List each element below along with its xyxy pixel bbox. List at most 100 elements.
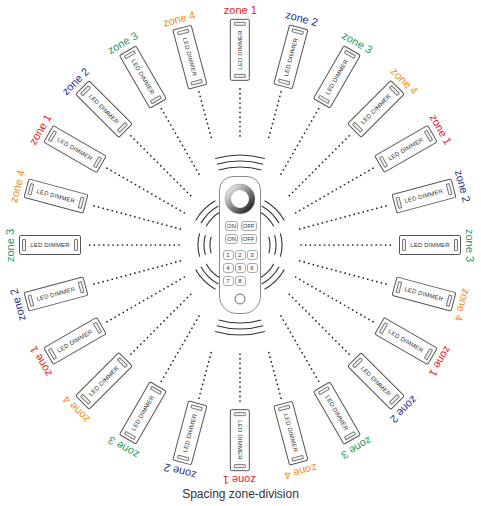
terminal-cap — [423, 347, 432, 359]
terminal-cap — [378, 156, 387, 168]
wireless-link — [300, 205, 389, 229]
remote-button: 3 — [247, 250, 258, 260]
remote-button: 1 — [223, 250, 234, 260]
figure-caption: Spacing zone-division — [0, 488, 481, 501]
led-dimmer-box: zone 2LED DIMMER — [75, 80, 133, 138]
zone-label: zone 2 — [9, 287, 28, 322]
terminal-cap — [454, 239, 458, 251]
wireless-link — [281, 316, 319, 382]
wireless-link — [129, 134, 190, 195]
led-dimmer-box: zone 2LED DIMMER — [273, 25, 308, 90]
device-label: LED DIMMER — [182, 413, 198, 453]
led-dimmer-box: zone 4LED DIMMER — [347, 80, 405, 138]
device-label: LED DIMMER — [182, 37, 198, 77]
zone-label: zone 3 — [464, 228, 475, 261]
wave-arc — [265, 270, 285, 290]
led-dimmer-box: zone 1LED DIMMER — [43, 317, 106, 365]
led-dimmer-box: zone 2LED DIMMER — [347, 352, 405, 410]
device-label: LED DIMMER — [387, 137, 424, 162]
wave-arc — [201, 206, 218, 223]
device-label: LED DIMMER — [387, 328, 424, 353]
led-dimmer-box: zone 3LED DIMMER — [399, 235, 461, 255]
wave-arc — [262, 206, 279, 223]
wireless-link — [300, 261, 389, 285]
terminal-cap — [395, 196, 402, 209]
wave-arc — [215, 155, 265, 158]
terminal-cap — [78, 281, 85, 294]
wireless-waves — [196, 155, 285, 335]
device-label: LED DIMMER — [88, 365, 120, 397]
wave-arc — [196, 270, 216, 290]
zone-label: zone 2 — [162, 461, 197, 480]
wave-arc — [201, 267, 218, 284]
wave-arc — [217, 326, 263, 329]
zone-label: zone 4 — [283, 461, 318, 480]
terminal-cap — [318, 95, 330, 104]
wireless-link — [301, 244, 394, 246]
led-dimmer-box: zone 1LED DIMMER — [374, 317, 437, 365]
zone-label: zone 1 — [223, 474, 256, 485]
terminal-cap — [389, 394, 400, 405]
terminal-cap — [277, 405, 290, 412]
terminal-cap — [177, 454, 190, 461]
wave-arc — [275, 235, 276, 255]
device-label: LED DIMMER — [131, 394, 156, 431]
led-dimmer-box: zone 4LED DIMMER — [273, 401, 308, 466]
wireless-link — [199, 92, 211, 138]
wireless-link — [106, 167, 185, 212]
wireless-link — [161, 108, 199, 174]
zone-label: zone 2 — [452, 168, 471, 203]
led-dimmer-box: zone 1LED DIMMER — [230, 19, 250, 81]
wave-arc — [198, 233, 200, 256]
terminal-cap — [190, 405, 203, 412]
terminal-cap — [344, 50, 356, 59]
wireless-link — [289, 134, 350, 195]
remote-button: 8 — [235, 276, 246, 286]
terminal-cap — [445, 295, 452, 308]
wireless-link — [296, 167, 375, 212]
terminal-cap — [22, 239, 26, 251]
terminal-cap — [318, 386, 330, 395]
terminal-cap — [78, 196, 85, 209]
wireless-link — [91, 205, 180, 229]
terminal-cap — [28, 183, 35, 196]
wireless-link — [106, 277, 185, 322]
led-dimmer-box: zone 1LED DIMMER — [43, 125, 106, 173]
device-label: LED DIMMER — [131, 59, 156, 96]
terminal-cap — [47, 347, 56, 359]
wave-arc — [262, 267, 279, 284]
terminal-cap — [234, 74, 246, 78]
led-dimmer-box: zone 4LED DIMMER — [391, 277, 456, 312]
device-label: LED DIMMER — [30, 242, 70, 248]
terminal-cap — [277, 78, 290, 85]
terminal-cap — [150, 386, 162, 395]
wave-arc — [196, 201, 216, 221]
device-label: LED DIMMER — [56, 137, 93, 162]
device-label: LED DIMMER — [56, 328, 93, 353]
touch-ring — [224, 183, 256, 215]
wireless-link — [239, 86, 241, 136]
wireless-link — [269, 353, 281, 399]
remote-button: 5 — [235, 263, 246, 273]
zone-label: zone 1 — [223, 5, 256, 16]
led-dimmer-box: zone 2LED DIMMER — [391, 178, 456, 213]
terminal-cap — [177, 29, 190, 36]
wave-arc — [219, 167, 262, 170]
device-label: LED DIMMER — [404, 188, 444, 204]
wave-arc — [204, 235, 205, 255]
led-dimmer-box: zone 2LED DIMMER — [24, 277, 89, 312]
wireless-link — [161, 316, 199, 382]
device-label: LED DIMMER — [282, 37, 298, 77]
wave-arc — [280, 233, 282, 256]
wave-arc — [217, 161, 263, 164]
led-dimmer-box: zone 3LED DIMMER — [313, 46, 361, 109]
wave-arc — [269, 237, 270, 254]
terminal-cap — [395, 281, 402, 294]
led-dimmer-box: zone 4LED DIMMER — [24, 178, 89, 213]
device-label: LED DIMMER — [404, 286, 444, 302]
terminal-cap — [117, 122, 128, 133]
terminal-cap — [291, 454, 304, 461]
terminal-cap — [124, 430, 136, 439]
device-label: LED DIMMER — [324, 59, 349, 96]
terminal-cap — [402, 239, 406, 251]
